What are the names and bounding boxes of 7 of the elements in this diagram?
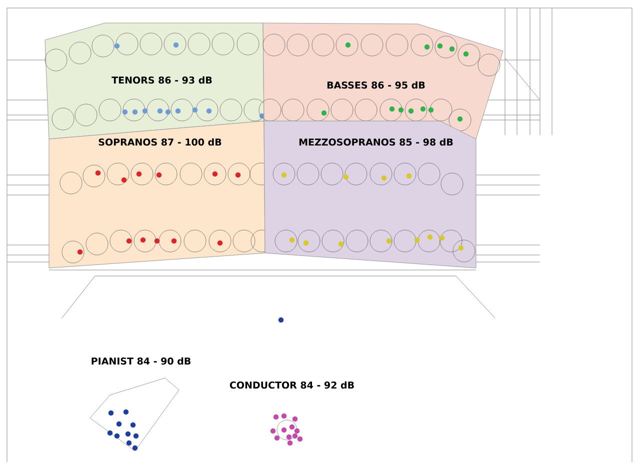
- choir-section: SOPRANOS 87 - 100 dB: [48, 120, 274, 268]
- choir-section: TENORS 86 - 93 dB: [44, 22, 266, 140]
- node-label: PIANIST 84 - 90 dB: [92, 357, 190, 365]
- conductor-area: CONDUCTOR 84 - 92 dB: [230, 381, 354, 446]
- piano-area: PIANIST 84 - 90 dB: [90, 357, 190, 452]
- node-label: CONDUCTOR 84 - 92 dB: [230, 381, 354, 389]
- choir-section: MEZZOSOPRANOS 85 - 98 dB: [264, 120, 476, 268]
